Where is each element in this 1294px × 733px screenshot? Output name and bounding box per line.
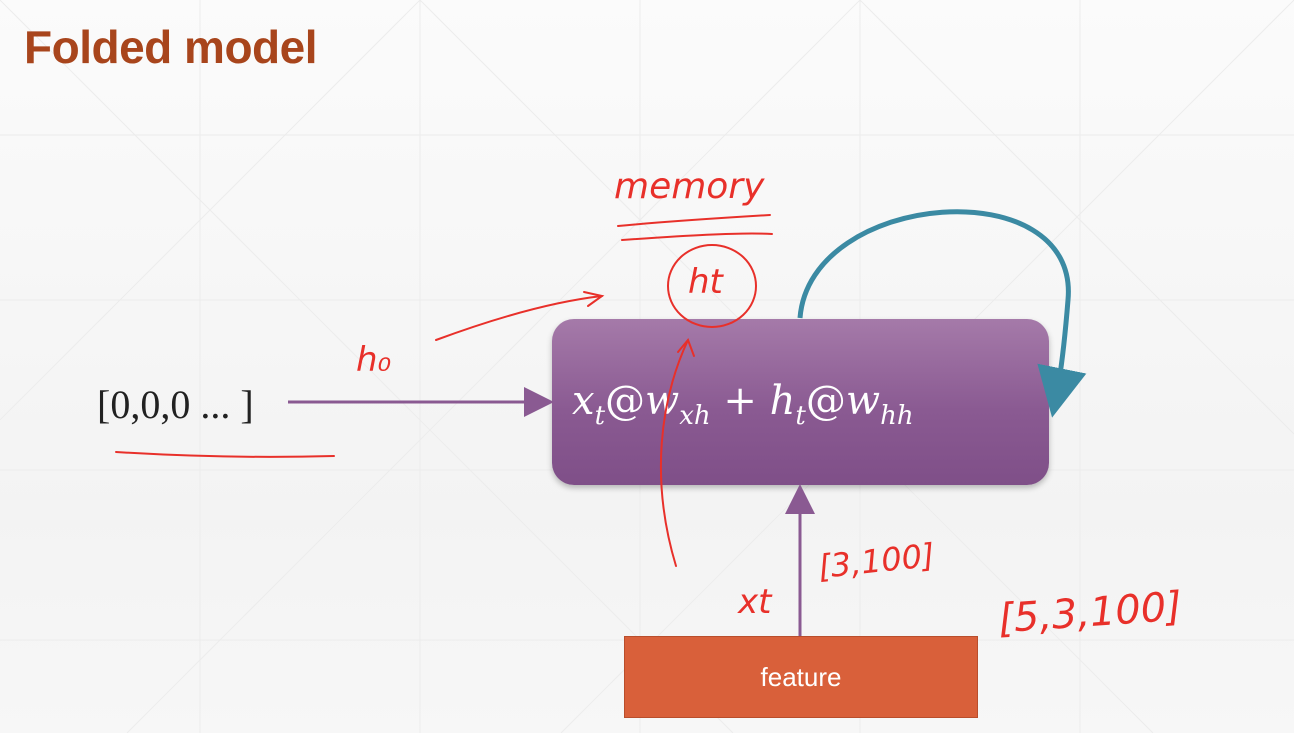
rnn-cell-box [552, 319, 1049, 485]
at-symbol-2: @ [805, 378, 846, 424]
initial-hidden-state: [0,0,0 ... ] [97, 382, 254, 427]
feature-label: feature [760, 661, 842, 692]
at-symbol-1: @ [605, 378, 646, 424]
ht-up-arrowhead [677, 338, 695, 357]
ht-annotation: ht [688, 262, 723, 302]
ht-up-arrow [659, 339, 689, 567]
slide-title: Folded model [24, 21, 318, 73]
recurrent-loop-arrow [797, 209, 1087, 418]
xt-annotation: xt [738, 582, 772, 622]
memory-underline [617, 214, 771, 227]
ht-circle [667, 244, 757, 328]
feature-input-box: feature [624, 636, 978, 718]
memory-underline-2 [621, 232, 773, 241]
memory-annotation: memory [614, 166, 765, 207]
cell-formula: xt@wxh + ht@whh [572, 378, 914, 431]
h0-pointer-head [583, 291, 605, 307]
h0-pointer-arrow [435, 295, 603, 341]
h0-annotation: h₀ [356, 340, 392, 380]
initial-state-underline [115, 451, 335, 458]
